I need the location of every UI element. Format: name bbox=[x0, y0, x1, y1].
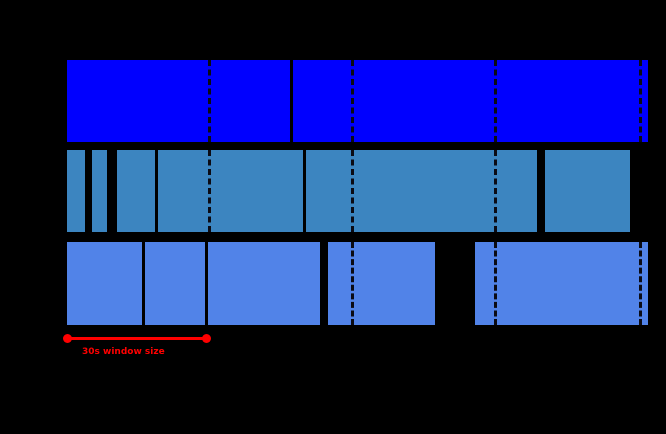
timeline-bar bbox=[475, 242, 648, 325]
window-boundary-line bbox=[494, 60, 497, 142]
timeline-bar bbox=[306, 150, 537, 232]
window-boundary-line bbox=[494, 150, 497, 232]
window-size-measure-line bbox=[67, 337, 207, 340]
timeline-bar bbox=[545, 150, 630, 232]
window-size-label: 30s window size bbox=[82, 347, 165, 357]
window-boundary-line bbox=[351, 150, 354, 232]
timeline-bar bbox=[67, 60, 290, 142]
timeline-bar bbox=[117, 150, 155, 232]
window-boundary-line bbox=[639, 242, 642, 325]
timeline-bar bbox=[67, 150, 85, 232]
window-boundary-line bbox=[639, 60, 642, 142]
timeline-bar bbox=[67, 242, 142, 325]
window-boundary-line bbox=[351, 242, 354, 325]
timeline-bar bbox=[208, 242, 320, 325]
window-boundary-line bbox=[351, 60, 354, 142]
timeline-bar bbox=[158, 150, 303, 232]
window-boundary-line bbox=[208, 60, 211, 142]
window-boundary-line bbox=[208, 150, 211, 232]
window-size-measure-start-cap bbox=[63, 334, 72, 343]
timeline-bar bbox=[328, 242, 435, 325]
window-boundary-line bbox=[494, 242, 497, 325]
timeline-bar bbox=[293, 60, 648, 142]
timeline-bar bbox=[145, 242, 205, 325]
window-size-measure-end-cap bbox=[202, 334, 211, 343]
timeline-bar bbox=[92, 150, 107, 232]
